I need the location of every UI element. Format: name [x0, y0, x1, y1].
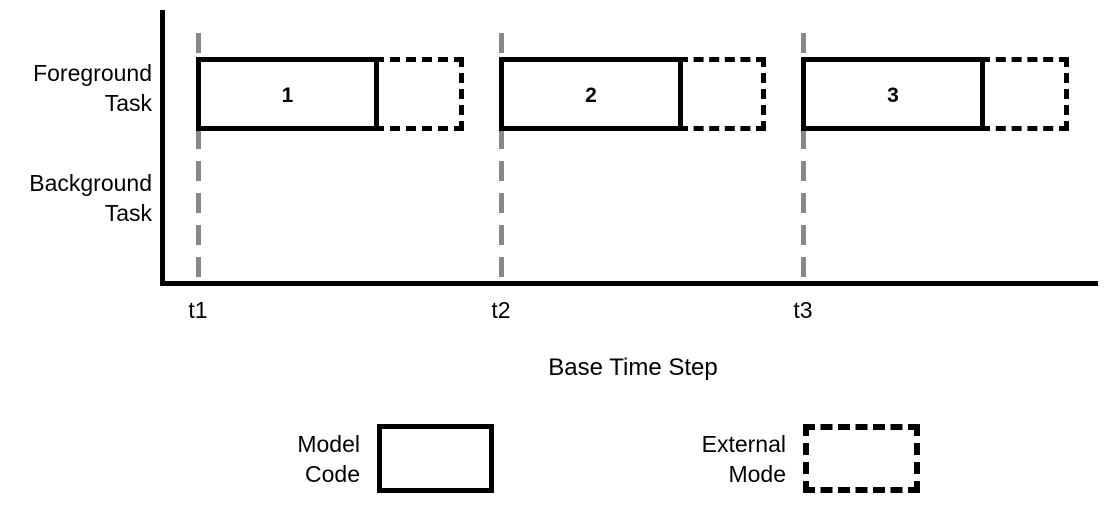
legend-swatch-external-mode: [803, 424, 920, 493]
legend-item-external-mode: External Mode: [628, 424, 920, 493]
x-axis-title: Base Time Step: [548, 354, 718, 381]
task-block-2-model-segment: 2: [499, 57, 683, 131]
tick-label-t3: t3: [793, 297, 813, 323]
y-axis-line: [160, 10, 165, 286]
task-block-3: 3: [801, 57, 1069, 131]
task-block-3-number: 3: [887, 83, 899, 107]
gridline-t3: [801, 33, 806, 283]
task-block-3-external-segment: [980, 57, 1069, 131]
task-block-1: 1: [196, 57, 464, 131]
gridline-t2: [499, 33, 504, 283]
task-block-1-model-segment: 1: [196, 57, 379, 131]
task-block-2: 2: [499, 57, 766, 131]
row-label-background-text: Background Task: [29, 170, 152, 226]
legend-label-model-code: Model Code: [297, 430, 360, 487]
legend-item-model-code: Model Code: [200, 424, 494, 493]
task-block-2-number: 2: [585, 83, 597, 107]
x-axis-line: [160, 281, 1098, 286]
legend-label-external-mode: External Mode: [701, 430, 786, 487]
legend-swatch-model-code: [377, 424, 494, 493]
task-block-1-number: 1: [281, 83, 294, 107]
row-label-foreground-text: Foreground Task: [33, 60, 152, 116]
tick-label-t2: t2: [491, 297, 511, 323]
task-block-3-model-segment: 3: [801, 57, 985, 131]
tick-label-t1: t1: [188, 297, 208, 323]
task-block-1-external-segment: [374, 57, 464, 131]
gridline-t1: [196, 33, 201, 283]
task-block-2-external-segment: [678, 57, 766, 131]
